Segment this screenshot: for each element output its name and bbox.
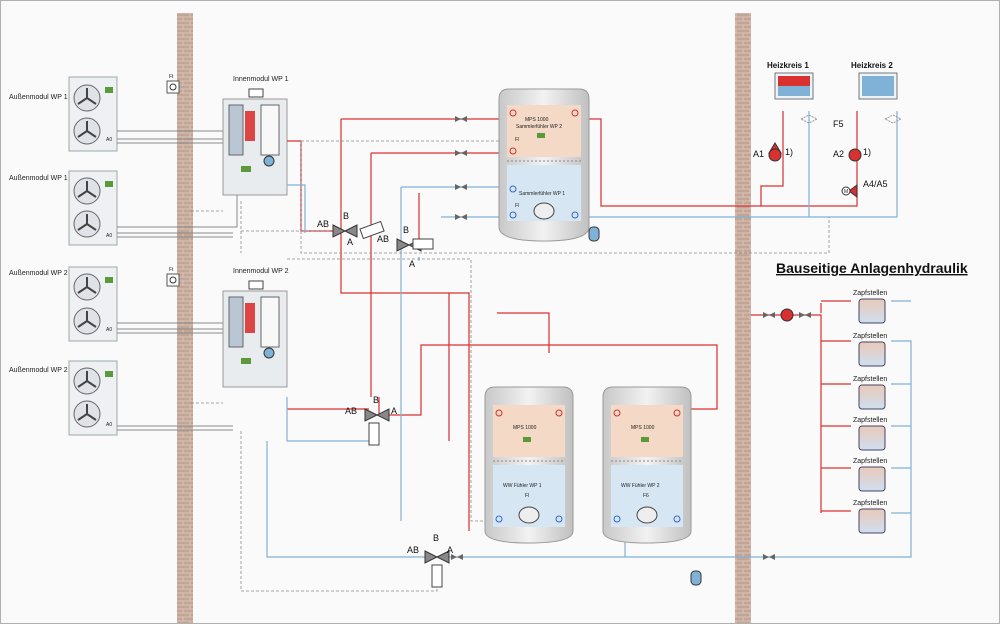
- svg-text:Zapfstellen: Zapfstellen: [853, 333, 887, 340]
- expansion-vessel-2: [690, 570, 702, 586]
- svg-text:B: B: [373, 395, 379, 405]
- dhw-tank-right: MPS 1000 WW Fühler WP 2 F6: [602, 386, 692, 544]
- indoor-unit-2: Innenmodul WP 2: [222, 268, 289, 388]
- svg-text:Zapfstellen: Zapfstellen: [853, 417, 887, 424]
- pipes-hot: [287, 111, 858, 531]
- valve-3way-2: AB B A: [377, 225, 434, 269]
- tap-1: Zapfstellen: [853, 290, 887, 324]
- diagram-title: Bauseitige Anlagenhydraulik: [776, 260, 968, 276]
- outdoor-label-4: Außenmodul WP 2: [9, 367, 68, 374]
- wall-left: [177, 13, 193, 623]
- svg-text:WW Fühler WP 1: WW Fühler WP 1: [503, 483, 542, 489]
- indoor-unit-1: Innenmodul WP 1: [222, 76, 289, 196]
- outdoor-unit-3: [68, 266, 118, 342]
- outdoor-label-3: Außenmodul WP 2: [9, 270, 68, 277]
- svg-text:Zapfstellen: Zapfstellen: [853, 376, 887, 383]
- expansion-vessel-1: [588, 226, 600, 242]
- svg-text:A: A: [447, 545, 453, 555]
- outdoor-unit-1: [68, 76, 118, 152]
- svg-text:Zapfstellen: Zapfstellen: [853, 290, 887, 297]
- svg-text:MPS 1000: MPS 1000: [525, 117, 549, 123]
- svg-text:WW Fühler WP 2: WW Fühler WP 2: [621, 483, 660, 489]
- valve-3way-1: AB B A: [317, 211, 385, 247]
- svg-text:A: A: [409, 259, 415, 269]
- tap-6: Zapfstellen: [853, 500, 887, 534]
- svg-text:Zapfstellen: Zapfstellen: [853, 500, 887, 507]
- a0-label-1: A0: [106, 137, 112, 143]
- svg-text:Fl: Fl: [525, 493, 529, 499]
- outdoor-label-1: Außenmodul WP 1: [9, 94, 68, 101]
- a0-label-3: A0: [106, 327, 112, 333]
- svg-text:A: A: [391, 406, 397, 416]
- svg-text:F6: F6: [643, 493, 649, 499]
- tap-5: Zapfstellen: [853, 458, 887, 492]
- tap-2: Zapfstellen: [853, 333, 887, 367]
- a0-label-2: A0: [106, 233, 112, 239]
- svg-text:A1: A1: [753, 149, 764, 159]
- svg-text:AB: AB: [317, 219, 329, 229]
- ball-valves: [451, 116, 811, 560]
- outdoor-label-2: Außenmodul WP 1: [9, 175, 68, 182]
- svg-text:A4/A5: A4/A5: [863, 179, 888, 189]
- svg-text:Fl: Fl: [515, 137, 519, 143]
- svg-text:AB: AB: [377, 234, 389, 244]
- valve-3way-4: AB B A: [407, 533, 453, 588]
- svg-text:1): 1): [863, 147, 871, 157]
- sensor-ft-2: Ft: [166, 267, 180, 287]
- svg-text:Fl: Fl: [515, 203, 519, 209]
- svg-text:A: A: [347, 237, 353, 247]
- svg-text:M: M: [844, 189, 848, 195]
- svg-text:MPS 1000: MPS 1000: [631, 425, 655, 431]
- outdoor-unit-4: [68, 360, 118, 436]
- svg-text:Heizkreis 2: Heizkreis 2: [851, 61, 893, 70]
- heating-circuit-2: Heizkreis 2 F5 A2 1) A4/A5 M: [833, 61, 903, 198]
- heating-circuit-1: Heizkreis 1 A1 1): [753, 61, 819, 162]
- svg-text:MPS 1000: MPS 1000: [513, 425, 537, 431]
- outdoor-unit-2: [68, 170, 118, 246]
- svg-text:B: B: [343, 211, 349, 221]
- buffer-tank-top: MPS 1000 Sammlerfühler WP 2 Sammlerfühle…: [498, 88, 590, 242]
- svg-text:Ft: Ft: [169, 267, 174, 273]
- svg-text:A2: A2: [833, 149, 844, 159]
- dhw-tank-left: MPS 1000 WW Fühler WP 1 Fl: [484, 386, 574, 544]
- svg-text:F5: F5: [833, 119, 844, 129]
- svg-text:Ft: Ft: [169, 74, 174, 80]
- wall-right: [735, 13, 751, 623]
- svg-text:Sammlerfühler WP 1: Sammlerfühler WP 1: [519, 191, 565, 197]
- svg-text:Sammlerfühler WP 2: Sammlerfühler WP 2: [516, 124, 562, 130]
- svg-text:B: B: [433, 533, 439, 543]
- svg-text:1): 1): [785, 147, 793, 157]
- svg-text:Innenmodul WP 1: Innenmodul WP 1: [233, 76, 289, 83]
- valve-3way-3: AB B A: [345, 395, 397, 446]
- tap-3: Zapfstellen: [853, 376, 887, 410]
- svg-text:Zapfstellen: Zapfstellen: [853, 458, 887, 465]
- tap-4: Zapfstellen: [853, 417, 887, 451]
- svg-text:Heizkreis 1: Heizkreis 1: [767, 61, 809, 70]
- circulation-pump-icon: [780, 308, 794, 322]
- svg-text:Innenmodul WP 2: Innenmodul WP 2: [233, 268, 289, 275]
- control-lines: [191, 140, 830, 592]
- svg-text:AB: AB: [407, 545, 419, 555]
- svg-text:AB: AB: [345, 406, 357, 416]
- svg-text:B: B: [403, 225, 409, 235]
- sensor-ft-1: Ft: [166, 74, 180, 94]
- taps: Zapfstellen Zapfstellen Zapfstellen Zapf…: [853, 290, 887, 534]
- a0-label-4: A0: [106, 422, 112, 428]
